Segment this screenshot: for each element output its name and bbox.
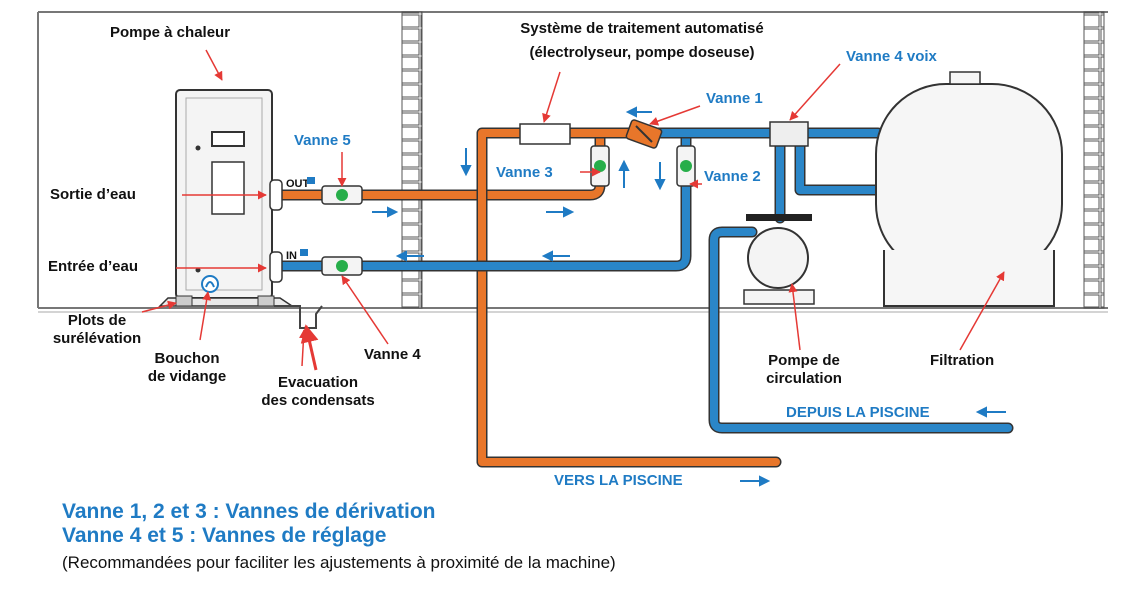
circulation-pump-label: Pompe de circulation bbox=[746, 352, 862, 388]
port-out-label: OUT bbox=[286, 178, 310, 190]
condensate-label-line1: Evacuation bbox=[277, 374, 359, 391]
water-out-label: Sortie d’eau bbox=[50, 186, 136, 203]
valve-4-icon bbox=[321, 256, 363, 276]
heat-pump-label: Pompe à chaleur bbox=[110, 24, 231, 41]
drain-plug-label-line2: de vidange bbox=[147, 368, 227, 385]
legend-line-adjust: Vanne 4 et 5 : Vannes de réglage bbox=[62, 524, 387, 547]
treatment-system-box bbox=[519, 123, 571, 145]
brick-column-right bbox=[1083, 11, 1105, 309]
treatment-system-label-line2: (électrolyseur, pompe doseuse) bbox=[529, 44, 755, 61]
feet-label-line2: surélévation bbox=[52, 330, 142, 347]
valve-4way-label: Vanne 4 voix bbox=[846, 48, 937, 65]
four-way-valve-icon bbox=[769, 121, 809, 147]
drain-plug-label: Bouchon de vidange bbox=[134, 350, 240, 386]
valve-1-label: Vanne 1 bbox=[706, 90, 763, 107]
heat-pump-unit bbox=[158, 89, 295, 307]
valve-3-label: Vanne 3 bbox=[496, 164, 553, 181]
legend-line-bypass: Vanne 1, 2 et 3 : Vannes de dérivation bbox=[62, 500, 436, 523]
building-outline bbox=[37, 11, 1108, 313]
circulation-pump-label-line1: Pompe de bbox=[768, 352, 840, 369]
valve-2-label: Vanne 2 bbox=[704, 168, 761, 185]
condensate-label: Evacuation des condensats bbox=[236, 374, 400, 410]
drain-plug-icon bbox=[201, 275, 219, 293]
circulation-pump-icon bbox=[743, 214, 815, 305]
flow-arrows bbox=[372, 106, 858, 319]
valve-4-label: Vanne 4 bbox=[364, 346, 421, 363]
from-pool-label: DEPUIS LA PISCINE bbox=[786, 404, 930, 421]
brick-column-left bbox=[401, 11, 423, 309]
valve-1-icon bbox=[625, 119, 663, 149]
pointer-arrow-condensate-bold bbox=[300, 324, 319, 371]
filtration-label: Filtration bbox=[930, 352, 995, 369]
cold-pipe-filter-feed bbox=[794, 127, 884, 196]
pointer-arrows bbox=[141, 49, 1005, 367]
drain-plug-label-line1: Bouchon bbox=[154, 350, 220, 367]
port-in-label: IN bbox=[286, 250, 297, 262]
water-in-label: Entrée d’eau bbox=[48, 258, 139, 275]
valve-2-icon bbox=[676, 145, 696, 187]
valve-5-label: Vanne 5 bbox=[294, 132, 351, 149]
feet-label-line1: Plots de bbox=[67, 312, 127, 329]
condensate-label-line2: des condensats bbox=[261, 392, 375, 409]
feet-label: Plots de surélévation bbox=[44, 312, 150, 348]
valve-5-icon bbox=[321, 185, 363, 205]
legend: Vanne 1, 2 et 3 : Vannes de dérivation V… bbox=[62, 500, 616, 575]
pool-direction-arrows bbox=[740, 406, 1006, 487]
to-pool-label: VERS LA PISCINE bbox=[554, 472, 683, 489]
treatment-system-label: Système de traitement automatisé (électr… bbox=[474, 20, 810, 62]
condensate-drain bbox=[274, 305, 323, 329]
valve-3-icon bbox=[590, 145, 610, 187]
filtration-tank-icon bbox=[875, 71, 1063, 307]
treatment-system-label-line1: Système de traitement automatisé bbox=[520, 20, 764, 37]
outlet-fitting bbox=[269, 179, 283, 211]
legend-line-note: (Recommandées pour faciliter les ajustem… bbox=[62, 553, 616, 572]
inlet-fitting bbox=[269, 251, 283, 283]
circulation-pump-label-line2: circulation bbox=[766, 370, 842, 387]
